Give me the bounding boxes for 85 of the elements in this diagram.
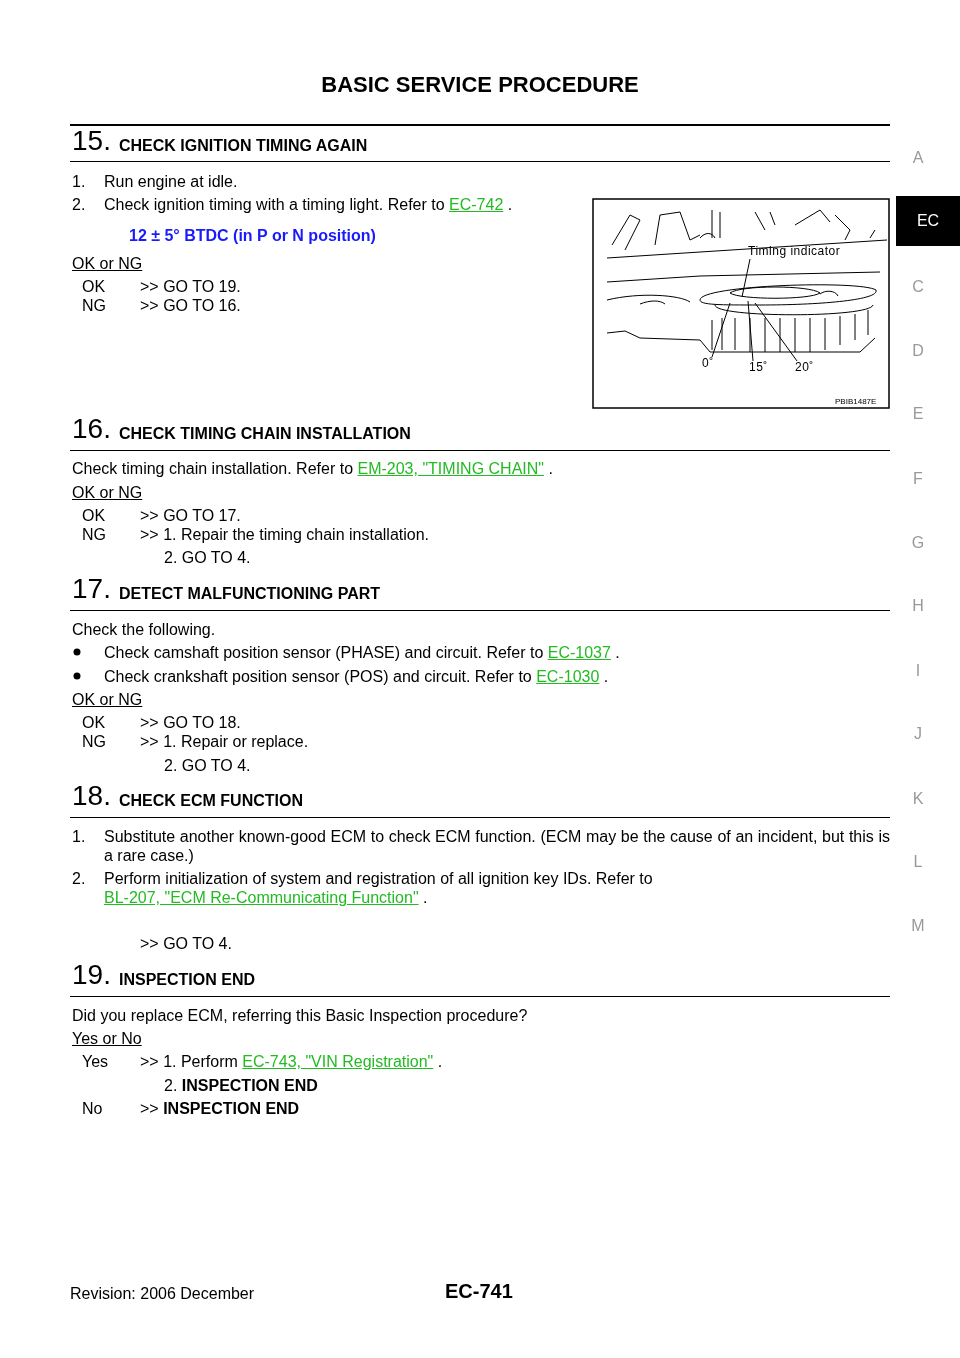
result-heading: OK or NG [72,483,143,502]
result-heading: Yes or No [72,1029,142,1048]
period-text: . [423,889,428,906]
leader-line [747,300,754,362]
result-key: Yes [82,1052,109,1071]
instruction-text: Check the following. [72,620,216,639]
result-action: >> GO TO 16. [140,296,241,315]
callout-label: Timing indicator [748,245,841,258]
section-letter: L [912,852,924,871]
result-action: >> GO TO 18. [140,713,241,732]
result-action: >> 1. Repair or replace. [140,732,309,751]
instruction-text: Did you replace ECM, referring this Basic Inspection procedure? [72,1006,528,1025]
reference-link: EC-742 [449,196,504,213]
result-key: OK [82,506,106,525]
period-text: . [548,460,553,477]
section-letter: J [913,724,923,743]
result-action: >> INSPECTION END [140,1099,300,1118]
result-key: No [82,1099,103,1118]
result-heading: OK or NG [72,254,143,273]
revision-text: Revision: 2006 December [70,1284,255,1303]
step-number: 19. [72,960,111,990]
result-key: NG [82,296,106,315]
step-number: 16. [72,414,111,444]
reference-link: EC-1037 [547,644,611,661]
result-key: OK [82,277,106,296]
section-letter: I [914,661,922,680]
reference-link: EC-1030 [536,668,600,685]
step-heading: CHECK TIMING CHAIN INSTALLATION [119,424,411,443]
step-heading: INSPECTION END [119,970,255,989]
instruction-text: Check crankshaft position sensor (POS) and circuit. Refer to [104,668,532,685]
reference-link: BL-207, "ECM Re-Communicating Function" [104,889,419,906]
list-number: 2. [72,195,86,214]
list-number: 2. [72,869,86,888]
callout-label: 20˚ [795,361,814,374]
period-text: . [507,196,513,213]
instruction-text: Substitute another known-good ECM to check ECM function. (ECM may be the cause of an incident, but this is a rare case.) [104,827,890,865]
instruction-text: Run engine at idle. [104,172,238,191]
step-number: 17. [72,574,111,604]
period-text: . [437,1053,443,1070]
section-letter: G [910,533,926,552]
leader-line [754,302,798,362]
result-action: >> 1. Repair the timing chain installation. [140,525,430,544]
figure-code: PBIB1487E [835,397,877,406]
section-letter: H [911,596,925,615]
list-number: 1. [72,827,86,846]
section-letter: A [911,148,925,167]
instruction-text: Check ignition timing with a timing light. Refer to [104,196,445,213]
result-action: 2. INSPECTION END [164,1076,318,1095]
step-heading: CHECK IGNITION TIMING AGAIN [119,136,368,155]
result-action: >> GO TO 17. [140,506,241,525]
result-heading: OK or NG [72,690,143,709]
step-heading: CHECK ECM FUNCTION [119,791,303,810]
step-number: 18. [72,781,111,811]
instruction-text: Check camshaft position sensor (PHASE) and circuit. Refer to [104,644,544,661]
reference-link: EC-743, "VIN Registration" [242,1053,434,1070]
result-key: NG [82,732,106,751]
section-letter: F [912,469,924,488]
result-action: >> 1. Perform [140,1053,238,1070]
section-letter: C [911,277,925,296]
section-letter: K [911,789,925,808]
period-text: . [615,644,620,661]
result-action: 2. GO TO 4. [164,548,251,567]
leader-line [741,258,751,298]
callout-label: 15˚ [749,361,768,374]
result-action: >> GO TO 19. [140,277,241,296]
instruction-text: Perform initialization of system and registration of all ignition key IDs. Refer to [104,870,653,887]
instruction-text: Check timing chain installation. Refer to [72,460,354,477]
step-heading: DETECT MALFUNCTIONING PART [119,584,380,603]
list-number: 1. [72,172,86,191]
leader-line [711,302,731,358]
result-action: >> GO TO 4. [140,934,232,953]
page-title: BASIC SERVICE PROCEDURE [320,72,640,98]
callout-label: 0˚ [702,357,714,370]
result-key: NG [82,525,106,544]
period-text: . [603,668,609,685]
page-number: EC-741 [445,1279,513,1303]
result-action: 2. GO TO 4. [164,756,251,775]
step-number: 15. [72,126,111,156]
section-tab: EC [896,196,960,246]
section-letter: M [910,916,926,935]
reference-link: EM-203, "TIMING CHAIN" [357,460,544,477]
result-key: OK [82,713,106,732]
section-letter: E [911,404,925,423]
section-letter: D [911,341,925,360]
specification-text: 12 ± 5° BTDC (in P or N position) [129,226,376,245]
